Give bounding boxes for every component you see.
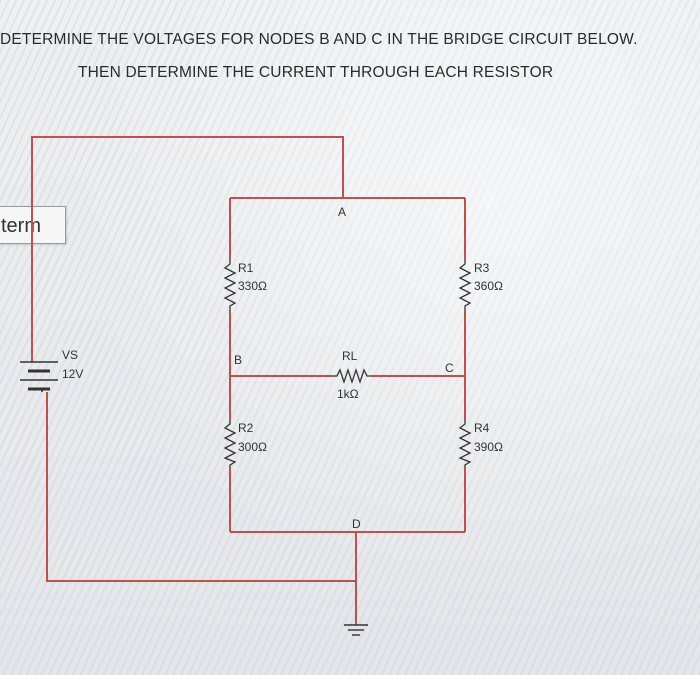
- source-value: 12V: [62, 367, 83, 381]
- node-b-label: B: [234, 353, 242, 367]
- resistor-r2-value: 300Ω: [238, 440, 267, 454]
- battery-vs-symbol: [20, 361, 58, 392]
- resistor-r3-symbol: [458, 258, 472, 312]
- resistor-r1-name: R1: [238, 261, 254, 275]
- resistor-r3-value: 360Ω: [474, 279, 503, 293]
- node-c-label: C: [445, 361, 454, 375]
- resistor-r2-symbol: [223, 420, 237, 468]
- wire-source-to-a: [31, 136, 344, 242]
- resistor-r1-value: 330Ω: [238, 279, 267, 293]
- resistor-r3-name: R3: [474, 261, 490, 275]
- problem-statement-line-2: THEN DETERMINE THE CURRENT THROUGH EACH …: [78, 64, 554, 81]
- source-name: VS: [62, 348, 78, 362]
- problem-statement-line-1: DETERMINE THE VOLTAGES FOR NODES B AND C…: [0, 31, 638, 48]
- resistor-rl-symbol: [333, 367, 371, 385]
- resistor-rl-value: 1kΩ: [337, 387, 359, 401]
- resistor-r1-symbol: [223, 258, 237, 312]
- node-a-label: A: [338, 205, 346, 219]
- resistor-r2-name: R2: [238, 421, 254, 435]
- resistor-r4-symbol: [458, 420, 472, 468]
- ground-symbol: [344, 624, 368, 636]
- wires: [31, 136, 466, 625]
- wire-return-to-source: [46, 392, 356, 582]
- resistor-r4-name: R4: [474, 421, 490, 435]
- resistor-r4-value: 390Ω: [474, 440, 503, 454]
- node-d-label: D: [352, 517, 361, 531]
- resistor-rl-name: RL: [342, 349, 358, 363]
